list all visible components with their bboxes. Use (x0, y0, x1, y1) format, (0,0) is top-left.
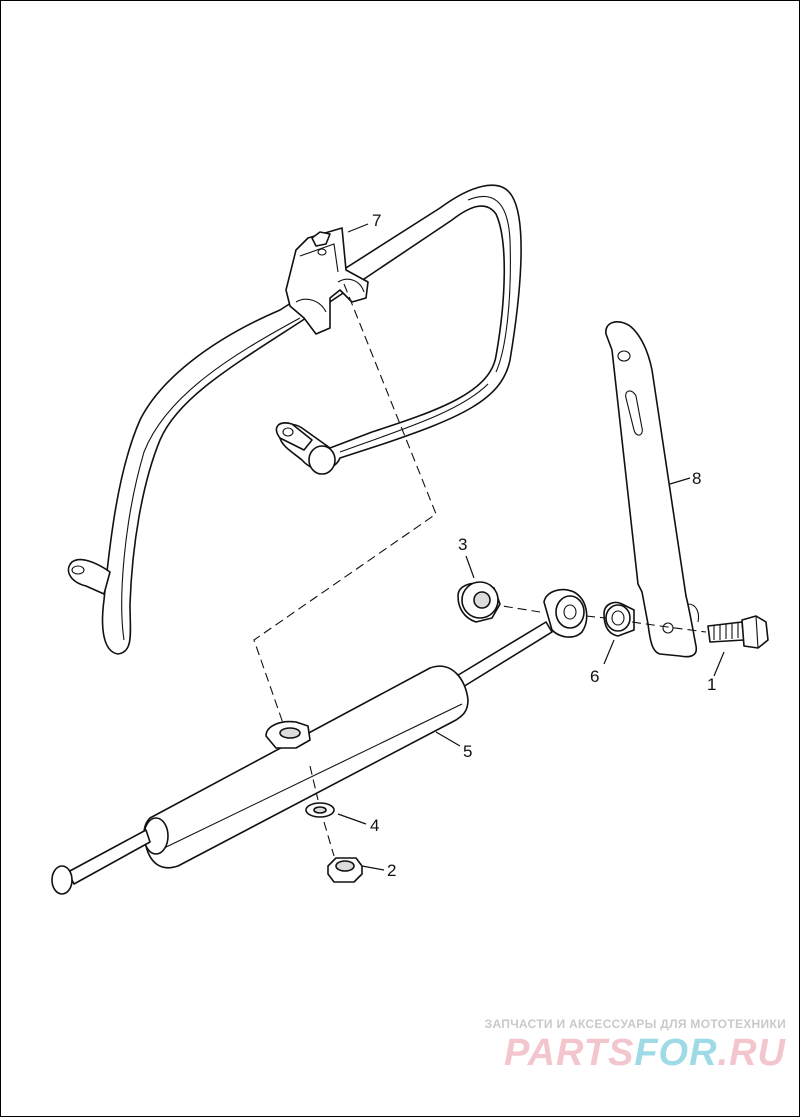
assembly-line-bracket (253, 283, 437, 727)
frame-guard-bar (67, 184, 522, 655)
watermark-tagline: ЗАПЧАСТИ И АКСЕССУАРЫ ДЛЯ МОТОТЕХНИКИ (484, 1017, 786, 1031)
watermark-logo-part2: FOR (634, 1032, 718, 1074)
callout-8: 8 (692, 469, 701, 488)
leader-4 (337, 813, 367, 825)
callout-1: 1 (707, 675, 716, 694)
watermark-logo: PARTSFOR.RU (485, 1033, 786, 1073)
part-5-steering-damper (51, 588, 588, 895)
leader-3 (465, 555, 475, 579)
part-2-hex-nut (327, 857, 363, 883)
watermark-logo-part1: PARTS (504, 1032, 635, 1074)
callout-2: 2 (387, 861, 396, 880)
callout-5: 5 (463, 742, 472, 761)
callout-4: 4 (370, 816, 379, 835)
leader-lines (337, 223, 725, 871)
callout-labels: 1 2 3 4 5 6 7 8 (370, 211, 716, 880)
callout-3: 3 (458, 535, 467, 554)
part-1-bolt (707, 615, 769, 649)
watermark: ЗАПЧАСТИ И АКСЕССУАРЫ ДЛЯ МОТОТЕХНИКИ PA… (485, 1017, 786, 1073)
leader-6 (603, 639, 615, 665)
assembly-line-lower (309, 765, 335, 857)
leader-1 (713, 651, 725, 677)
leader-2 (361, 865, 385, 871)
leader-5 (435, 731, 461, 747)
watermark-logo-part3: .RU (717, 1032, 786, 1074)
leader-8 (669, 477, 691, 485)
leader-7 (347, 223, 369, 233)
part-7-mount-bracket (285, 227, 369, 335)
part-8-mount-plate (605, 321, 700, 658)
callout-7: 7 (372, 211, 381, 230)
part-3-flange-nut (457, 581, 501, 623)
part-6-spacer (603, 601, 635, 637)
callout-6: 6 (590, 667, 599, 686)
part-4-washer (305, 802, 335, 818)
